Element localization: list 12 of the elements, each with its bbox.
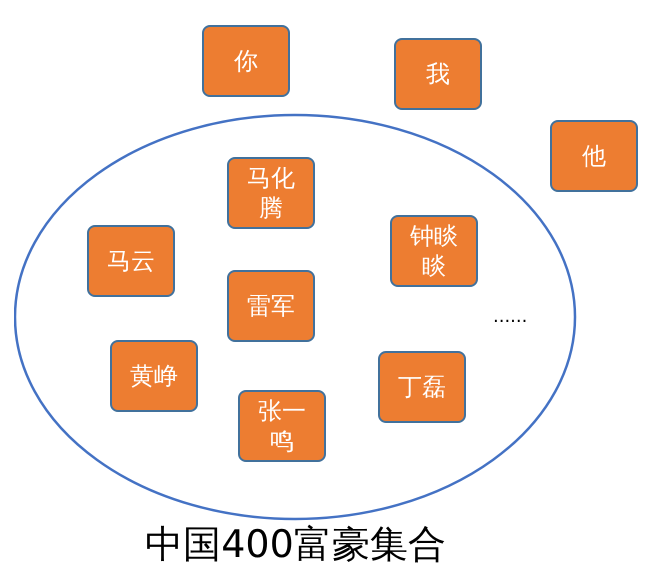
person-box: 我 (394, 38, 482, 110)
person-box: 丁磊 (378, 351, 466, 423)
set-caption: 中国400富豪集合 (144, 521, 447, 567)
person-box: 雷军 (227, 270, 315, 342)
person-box: 马化腾 (227, 157, 315, 229)
person-box: 你 (202, 25, 290, 97)
person-box: 他 (550, 120, 638, 192)
person-box: 马云 (87, 225, 175, 297)
ellipsis-text: ...... (493, 306, 528, 327)
person-box: 钟睒睒 (390, 215, 478, 287)
person-box: 张一鸣 (238, 390, 326, 462)
person-box: 黄峥 (110, 340, 198, 412)
